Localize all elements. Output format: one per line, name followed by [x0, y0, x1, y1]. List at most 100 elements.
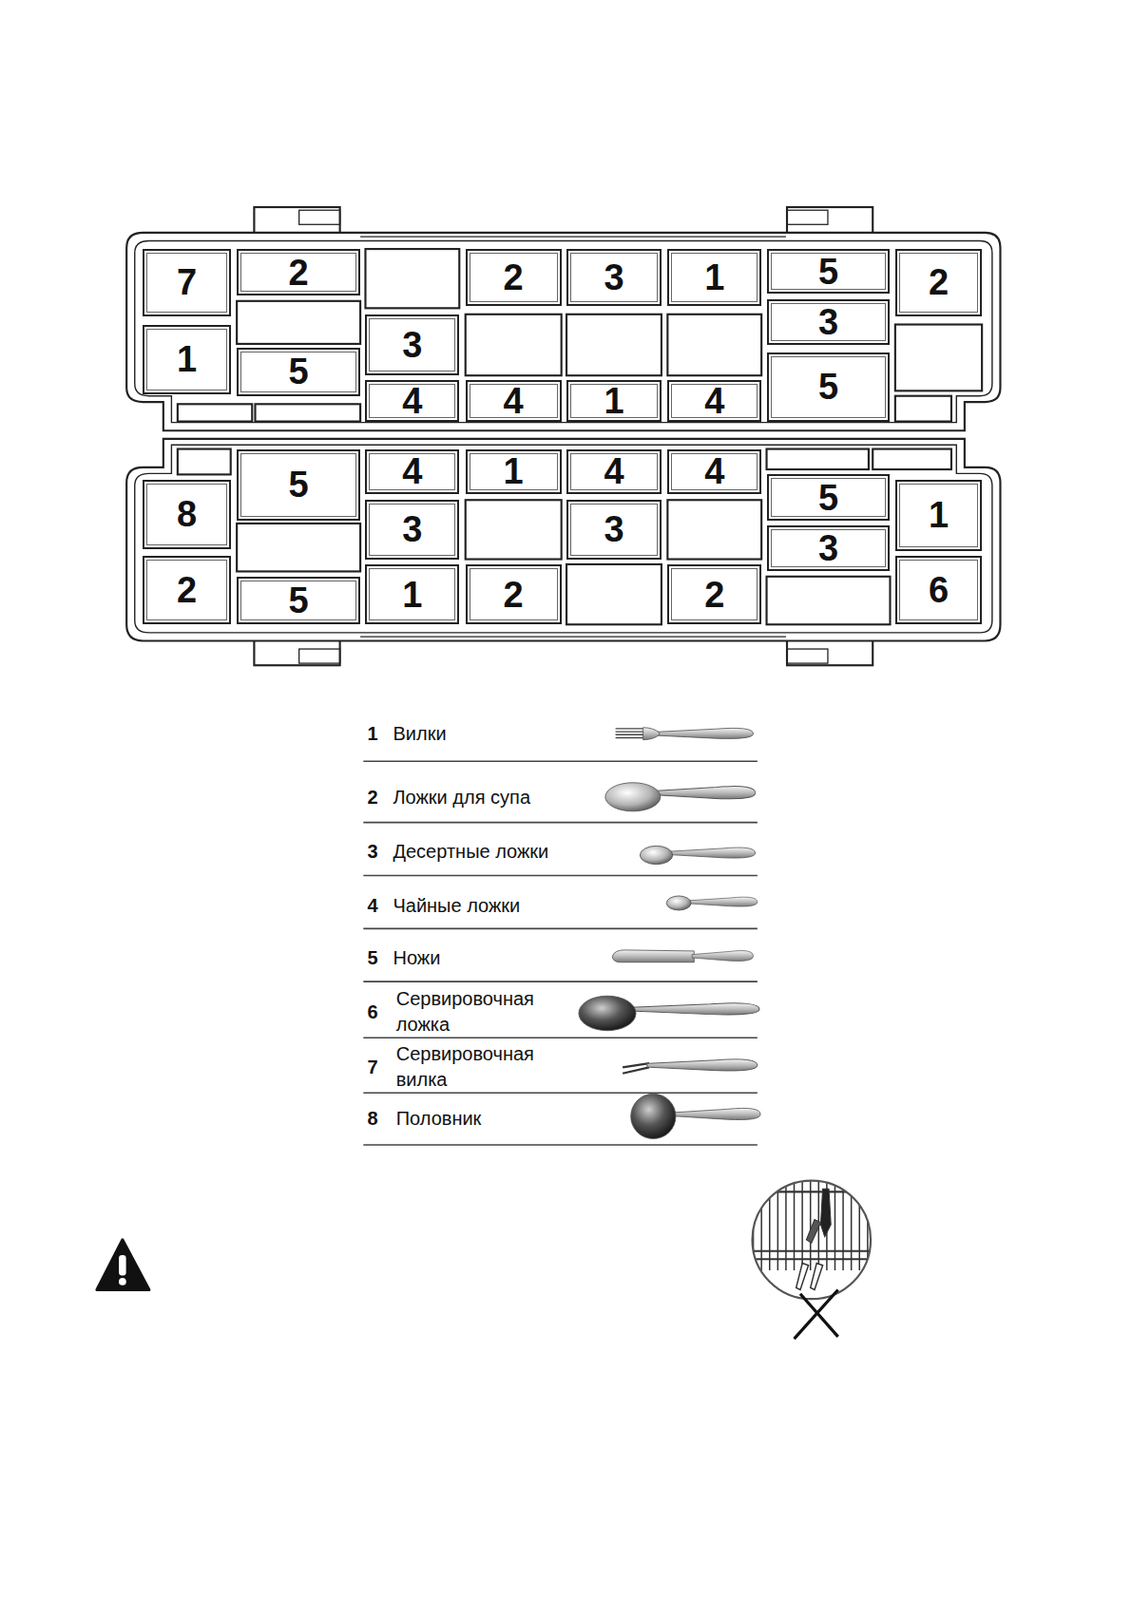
rack-inset: [749, 1250, 873, 1253]
cutlery-picture: [578, 728, 761, 1140]
rack-inset: [768, 1173, 771, 1271]
basket-outline: [253, 638, 340, 666]
legend-number: 5: [367, 948, 379, 968]
legend-text: Десертные ложки: [392, 840, 549, 862]
compartment-box: 4: [667, 380, 762, 423]
legend-entry: Сервировочная вилка: [396, 1041, 550, 1094]
cutlery-picture: [578, 996, 636, 1032]
compartment-box: 6: [895, 556, 982, 625]
cutlery-picture: [639, 845, 672, 864]
rack-inset: [749, 1173, 873, 1340]
empty-compartment: [254, 403, 361, 422]
compartment-box: 2: [465, 249, 562, 307]
rack-inset: [749, 1173, 873, 1290]
empty-compartment: [767, 576, 891, 625]
rack-inset: [805, 1219, 821, 1244]
cutlery-picture: [673, 1108, 761, 1120]
cutlery-picture: [643, 728, 660, 741]
empty-compartment: [767, 449, 869, 470]
cutlery-picture: [666, 896, 691, 911]
legend-rule: [363, 761, 758, 1146]
rack-inset: [753, 1173, 868, 1271]
callout-number: 3: [818, 530, 839, 567]
legend-text: Вилки: [392, 723, 446, 745]
callout-number: 4: [603, 453, 624, 490]
compartment-box: 4: [465, 380, 562, 423]
cutlery-picture: [605, 783, 661, 812]
legend-number: 2: [367, 787, 379, 807]
callout-number: 5: [818, 253, 839, 290]
rack-inset: [820, 1189, 831, 1237]
compartment-box: 2: [142, 556, 231, 625]
warning-icon: [118, 1278, 127, 1286]
empty-compartment: [667, 314, 762, 376]
compartment-box: 8: [142, 479, 231, 550]
compartment-box: 1: [667, 249, 762, 307]
rack-inset: [801, 1173, 804, 1271]
warning-icon: [118, 1255, 127, 1276]
empty-compartment: [872, 449, 952, 470]
warning-icon: [96, 1240, 150, 1291]
basket-outline: [299, 649, 341, 664]
compartment-box: 2: [236, 249, 361, 296]
callout-number: 1: [603, 383, 624, 420]
callout-number: 2: [928, 264, 949, 301]
compartment-box: 3: [767, 525, 891, 572]
callout-number: 6: [928, 572, 949, 609]
legend-text: Половник: [396, 1108, 482, 1130]
legend-number: 8: [367, 1109, 379, 1129]
empty-compartment: [364, 249, 460, 308]
callout-number: 5: [288, 353, 309, 390]
compartment-box: 5: [767, 352, 891, 423]
compartment-box: 4: [364, 449, 460, 495]
legend-text: Чайные ложки: [392, 894, 520, 916]
callout-number: 5: [288, 582, 309, 619]
compartment-box: 1: [364, 564, 460, 625]
legend-rule: [363, 980, 758, 983]
compartment-box: 1: [566, 380, 662, 423]
rack-inset: [785, 1173, 787, 1271]
legend-entry: Вилки: [392, 721, 446, 748]
compartment-box: 7: [142, 249, 231, 317]
callout-number: 4: [503, 383, 524, 420]
compartment-box: 2: [667, 564, 762, 625]
callout-number: 2: [288, 254, 309, 291]
basket-outline: [126, 207, 1000, 666]
legend-rule: [363, 822, 758, 825]
cutlery-picture: [612, 950, 694, 963]
cutlery-picture: [622, 1063, 650, 1075]
compartment-box: 4: [364, 380, 460, 423]
callout-number: 2: [503, 576, 524, 614]
basket-outline: [360, 236, 787, 238]
callout-number: 1: [928, 497, 949, 534]
cutlery-picture: [652, 786, 755, 800]
legend-rule: [363, 928, 758, 931]
callout-number: 3: [603, 511, 624, 548]
cutlery-picture: [631, 1093, 676, 1139]
rack-inset: [751, 1181, 871, 1301]
callout-number: 4: [402, 383, 423, 420]
callout-number: 5: [818, 479, 839, 517]
legend-number: 4: [367, 896, 379, 916]
empty-compartment: [236, 523, 361, 572]
legend-entry: Чайные ложки: [392, 892, 520, 919]
compartment-box: 4: [667, 449, 762, 495]
legend-entry: Сервировочная ложка: [396, 986, 550, 1038]
rack-inset: [760, 1173, 763, 1271]
compartment-box: 3: [767, 299, 891, 346]
rack-inset: [777, 1173, 780, 1271]
basket-outline: [786, 649, 828, 664]
cutlery-picture: [652, 728, 753, 739]
empty-compartment: [895, 396, 952, 423]
compartment-box: 2: [465, 564, 562, 625]
legend-text: Ножи: [392, 947, 441, 969]
empty-compartment: [177, 449, 231, 476]
legend-number: 6: [367, 1002, 379, 1022]
basket-outline: [134, 240, 993, 423]
callout-number: 3: [402, 511, 423, 548]
callout-number: 1: [402, 576, 423, 614]
legend-text: Сервировочная ложка: [396, 988, 535, 1036]
compartment-box: 3: [566, 499, 662, 559]
legend-rule: [363, 1036, 758, 1039]
callout-number: 8: [176, 496, 197, 533]
